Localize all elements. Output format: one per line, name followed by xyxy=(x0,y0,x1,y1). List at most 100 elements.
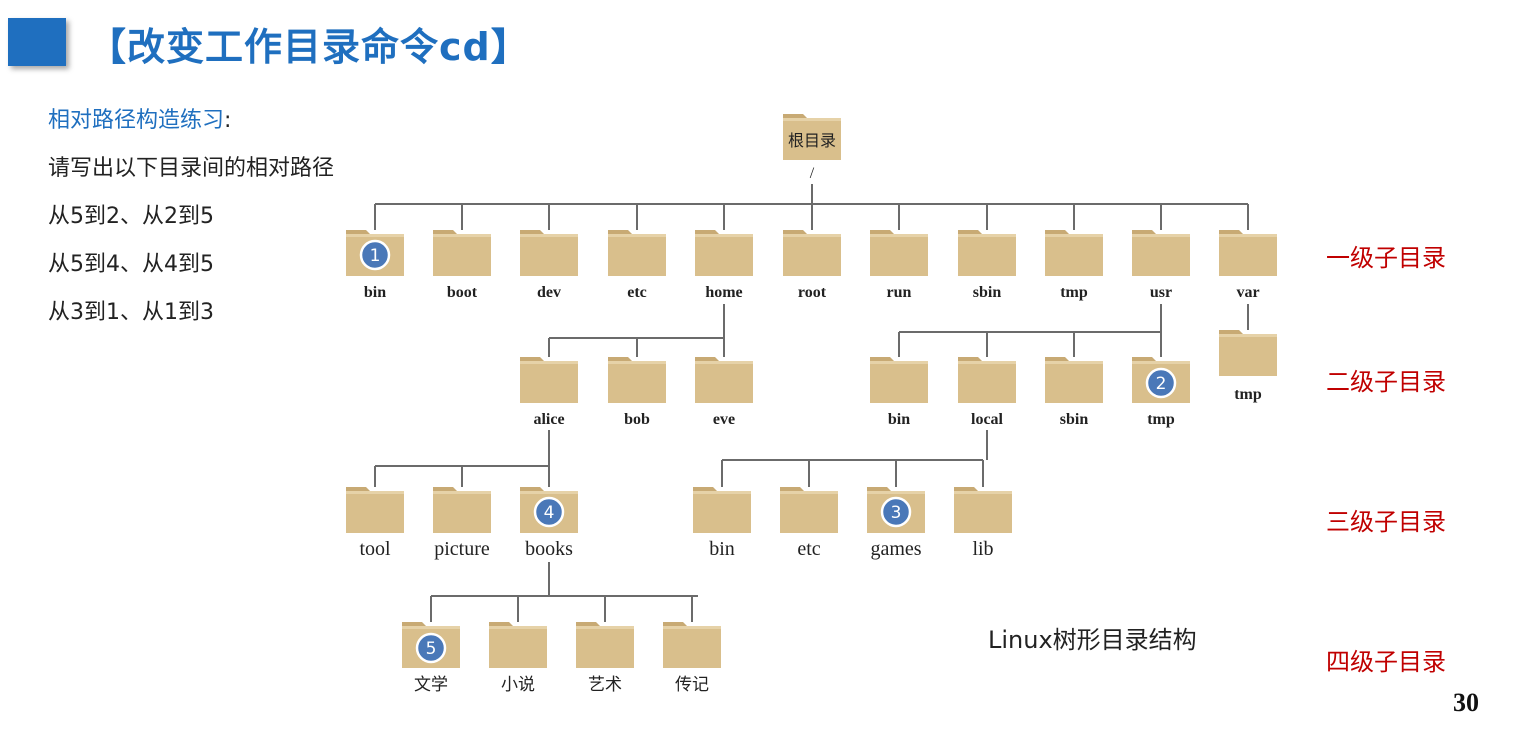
folder-label-etc: etc xyxy=(627,284,647,301)
folder-local-etc xyxy=(780,487,838,533)
folder-highlight xyxy=(520,361,578,364)
folder-badge-5: 5 xyxy=(415,632,447,664)
folder-tab xyxy=(870,357,894,361)
folder-body xyxy=(693,491,751,533)
folder-tab xyxy=(346,230,370,234)
folder-tab xyxy=(608,230,632,234)
level-label-1: 一级子目录 xyxy=(1326,244,1446,272)
title-accent-block xyxy=(8,18,66,66)
folder-tab xyxy=(954,487,978,491)
folder-body xyxy=(1045,361,1103,403)
folder-highlight xyxy=(1045,234,1103,237)
folder-alice-picture xyxy=(433,487,491,533)
folder-boot xyxy=(433,230,491,276)
folder-home-alice xyxy=(520,357,578,403)
folder-label-sbin: sbin xyxy=(973,284,1002,301)
folder-root xyxy=(783,230,841,276)
folder-body xyxy=(1219,234,1277,276)
level-label-2: 二级子目录 xyxy=(1326,368,1446,396)
folder-tab xyxy=(402,622,426,626)
folder-var xyxy=(1219,230,1277,276)
folder-body xyxy=(958,234,1016,276)
folder-label-picture: picture xyxy=(434,538,490,560)
folder-highlight xyxy=(1132,234,1190,237)
badge-number: 5 xyxy=(426,639,437,659)
folder-sbin xyxy=(958,230,1016,276)
folder-highlight xyxy=(783,118,841,121)
folder-usr-bin xyxy=(870,357,928,403)
folder-body xyxy=(695,234,753,276)
folder-label-usr-sbin: sbin xyxy=(1060,411,1089,428)
folder-tab xyxy=(1132,357,1156,361)
folder-body xyxy=(489,626,547,668)
folder-badge-4: 4 xyxy=(533,496,565,528)
folder-label-local-etc: etc xyxy=(797,538,820,560)
folder-tmp xyxy=(1045,230,1103,276)
folder-body xyxy=(870,361,928,403)
folder-highlight xyxy=(695,361,753,364)
folder-home-eve xyxy=(695,357,753,403)
folder-tab xyxy=(608,357,632,361)
badge-number: 3 xyxy=(891,503,902,523)
folder-label-local-bin: bin xyxy=(709,538,735,560)
folder-tab xyxy=(1219,330,1243,334)
badge-circle xyxy=(533,496,565,528)
folder-label-usr-tmp: tmp xyxy=(1147,411,1175,428)
folder-body xyxy=(870,234,928,276)
folder-highlight xyxy=(608,234,666,237)
exercise-line-1: 请写出以下目录间的相对路径 xyxy=(48,156,335,181)
folder-highlight xyxy=(433,491,491,494)
folder-highlight xyxy=(870,234,928,237)
folder-tab xyxy=(1045,357,1069,361)
folder-label-艺术: 艺术 xyxy=(588,675,622,695)
exercise-line-3: 从5到4、从4到5 xyxy=(48,252,214,277)
folder-tab xyxy=(520,230,544,234)
folder-body xyxy=(1132,234,1190,276)
folder-body xyxy=(780,491,838,533)
folder-label-usr: usr xyxy=(1150,284,1172,301)
folder-label-books: books xyxy=(525,538,573,560)
folder-tab xyxy=(346,487,370,491)
folder-tab xyxy=(1045,230,1069,234)
folder-tab xyxy=(1219,230,1243,234)
folder-highlight xyxy=(958,234,1016,237)
folder-tab xyxy=(433,230,457,234)
folder-highlight xyxy=(783,234,841,237)
exercise-subtitle-colon: : xyxy=(224,108,232,133)
folder-tab xyxy=(783,114,807,118)
folder-label-run: run xyxy=(887,284,912,301)
folder-label-tool: tool xyxy=(359,538,391,560)
folder-body xyxy=(520,361,578,403)
root-folder-label: 根目录 xyxy=(788,131,836,150)
folder-tab xyxy=(958,230,982,234)
folder-body xyxy=(608,234,666,276)
folder-tab xyxy=(958,357,982,361)
folder-highlight xyxy=(663,626,721,629)
folder-label-小说: 小说 xyxy=(501,675,535,695)
folder-tab xyxy=(489,622,513,626)
folder-body xyxy=(783,118,841,160)
folder-highlight xyxy=(346,234,404,237)
badge-number: 1 xyxy=(370,246,381,266)
badge-circle xyxy=(1145,367,1177,399)
folder-label-文学: 文学 xyxy=(414,675,448,695)
folder-dev xyxy=(520,230,578,276)
folder-local-lib xyxy=(954,487,1012,533)
folder-badge-2: 2 xyxy=(1145,367,1177,399)
folder-usr xyxy=(1132,230,1190,276)
page-title: 【改变工作目录命令cd】 xyxy=(88,25,530,69)
folder-highlight xyxy=(520,491,578,494)
folder-label-home: home xyxy=(705,284,742,301)
folder-highlight xyxy=(402,626,460,629)
folder-label-usr-bin: bin xyxy=(888,411,910,428)
exercise-subtitle: 相对路径构造练习: xyxy=(48,102,231,134)
folder-tab xyxy=(693,487,717,491)
folder-highlight xyxy=(867,491,925,494)
folder-label-eve: eve xyxy=(713,411,735,428)
badge-number: 4 xyxy=(544,503,555,523)
folder-body xyxy=(433,234,491,276)
folder-tab xyxy=(695,230,719,234)
folder-highlight xyxy=(958,361,1016,364)
folder-home-bob xyxy=(608,357,666,403)
